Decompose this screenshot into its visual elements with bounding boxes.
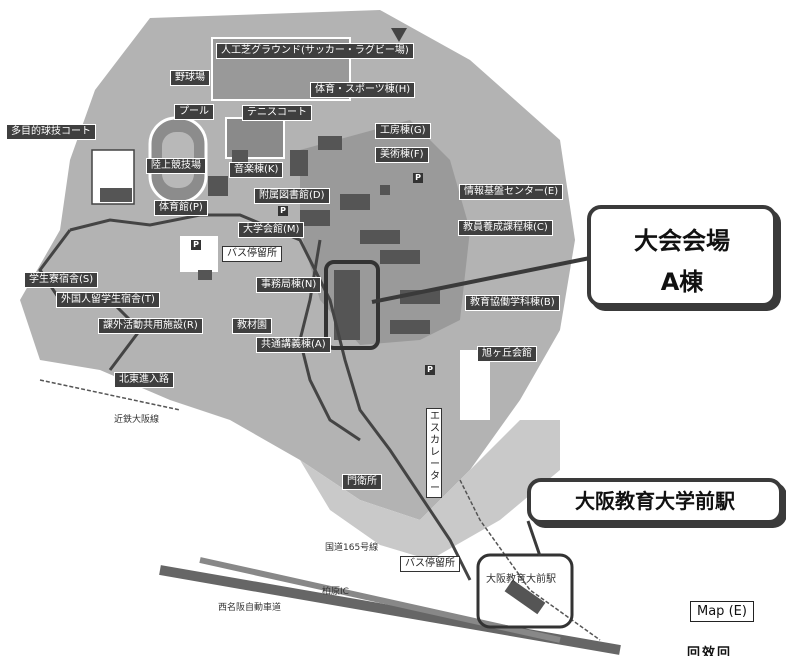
label-admin-n: 事務局棟(N) — [256, 277, 322, 293]
label-station-small: 大阪教育大前駅 — [486, 574, 556, 585]
label-sports-h: 体育・スポーツ棟(H) — [310, 82, 416, 98]
label-extra-r: 課外活動共用施設(R) — [98, 318, 203, 334]
parking-icon: P — [278, 206, 288, 216]
label-route165: 国道165号線 — [325, 543, 379, 553]
label-asahigaoka: 旭ヶ丘会館 — [477, 346, 537, 362]
qr-code-text: 回效回 — [687, 646, 733, 656]
parking-icon: P — [413, 173, 423, 183]
label-tennis: テニスコート — [242, 105, 312, 121]
label-bus-stop-1: バス停留所 — [222, 246, 282, 262]
label-intl-dorm-t: 外国人留学生宿舎(T) — [56, 292, 160, 308]
station-callout: 大阪教育大学前駅 — [527, 478, 783, 524]
label-kyozai: 教材園 — [232, 318, 272, 334]
label-kashiwara-ic: 柏原IC — [322, 587, 349, 597]
label-bus-stop-2: バス停留所 — [400, 556, 460, 572]
label-univ-hall-m: 大学会館(M) — [238, 222, 305, 238]
label-info-e: 情報基盤センター(E) — [459, 184, 564, 200]
label-workshop-g: 工房棟(G) — [375, 123, 431, 139]
map-tag: Map (E) — [690, 601, 754, 622]
parking-icon: P — [191, 240, 201, 250]
label-escalator: エスカレーター — [426, 408, 442, 498]
label-gate: 門衛所 — [342, 474, 382, 490]
label-gym: 体育館(P) — [154, 200, 208, 216]
venue-callout-line1: 大会会場 — [634, 227, 730, 255]
label-library-d: 附属図書館(D) — [254, 188, 330, 204]
label-track: 陸上競技場 — [146, 158, 206, 174]
label-pool: プール — [174, 104, 214, 120]
label-expressway: 西名阪自動車道 — [218, 603, 282, 613]
label-dorm-s: 学生寮宿舎(S) — [24, 272, 99, 288]
label-common-a: 共通講義棟(A) — [256, 337, 331, 353]
label-music: 音楽棟(K) — [229, 162, 284, 178]
label-art-f: 美術棟(F) — [375, 147, 429, 163]
venue-callout-line2: A棟 — [660, 268, 704, 296]
label-cooperative-b: 教育協働学科棟(B) — [465, 295, 560, 311]
north-arrow-icon — [391, 28, 407, 42]
label-kintetsu: 近鉄大阪線 — [114, 415, 160, 425]
label-turf-ground: 人工芝グラウンド(サッカー・ラグビー場) — [216, 43, 414, 59]
label-teacher-c: 教員養成課程棟(C) — [458, 220, 553, 236]
label-baseball: 野球場 — [170, 70, 210, 86]
label-multi-court: 多目的球技コート — [6, 124, 96, 140]
venue-callout: 大会会場 A棟 — [587, 205, 777, 307]
label-north-road: 北東進入路 — [114, 372, 174, 388]
parking-icon: P — [425, 365, 435, 375]
